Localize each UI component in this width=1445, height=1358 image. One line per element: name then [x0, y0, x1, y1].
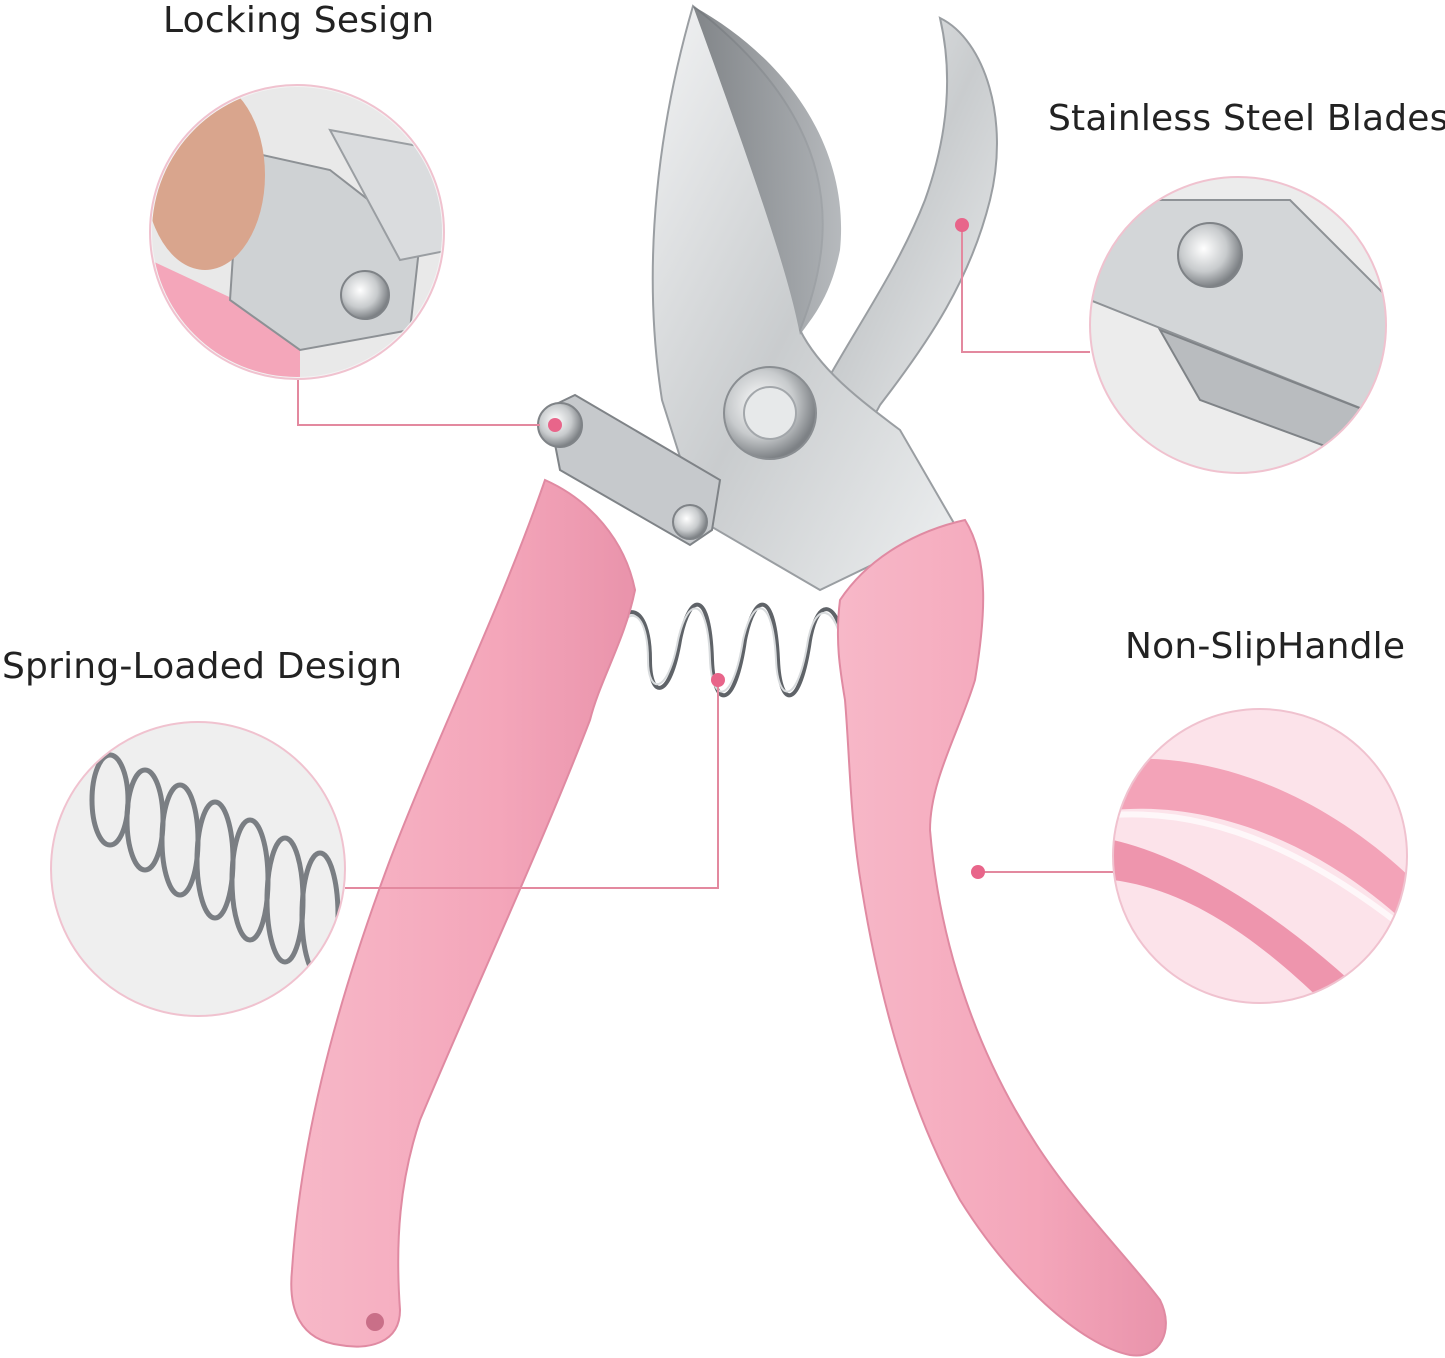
locking-design-label: Locking Sesign [163, 0, 435, 41]
stainless-blades-label: Stainless Steel Blades [1048, 98, 1445, 139]
spring-loaded-label: Spring-Loaded Design [2, 646, 403, 687]
blade-detail-icon [1089, 176, 1387, 474]
left-handle [290, 478, 637, 1348]
handle-detail-icon [1112, 708, 1408, 1004]
right-handle [836, 518, 1167, 1357]
lock-detail-icon [149, 84, 445, 380]
callout-dots [548, 218, 985, 879]
shears-illustration [290, 4, 1167, 1357]
latch-rivet-icon [672, 504, 708, 540]
lock-latch [546, 393, 722, 547]
spring-coil [613, 602, 847, 698]
lanyard-hole-icon [366, 1313, 384, 1331]
non-slip-handle-label: Non-SlipHandle [1125, 626, 1406, 667]
spring-detail-icon [50, 721, 346, 1017]
blade-edge [693, 6, 842, 335]
callout-connectors [297, 225, 1113, 889]
